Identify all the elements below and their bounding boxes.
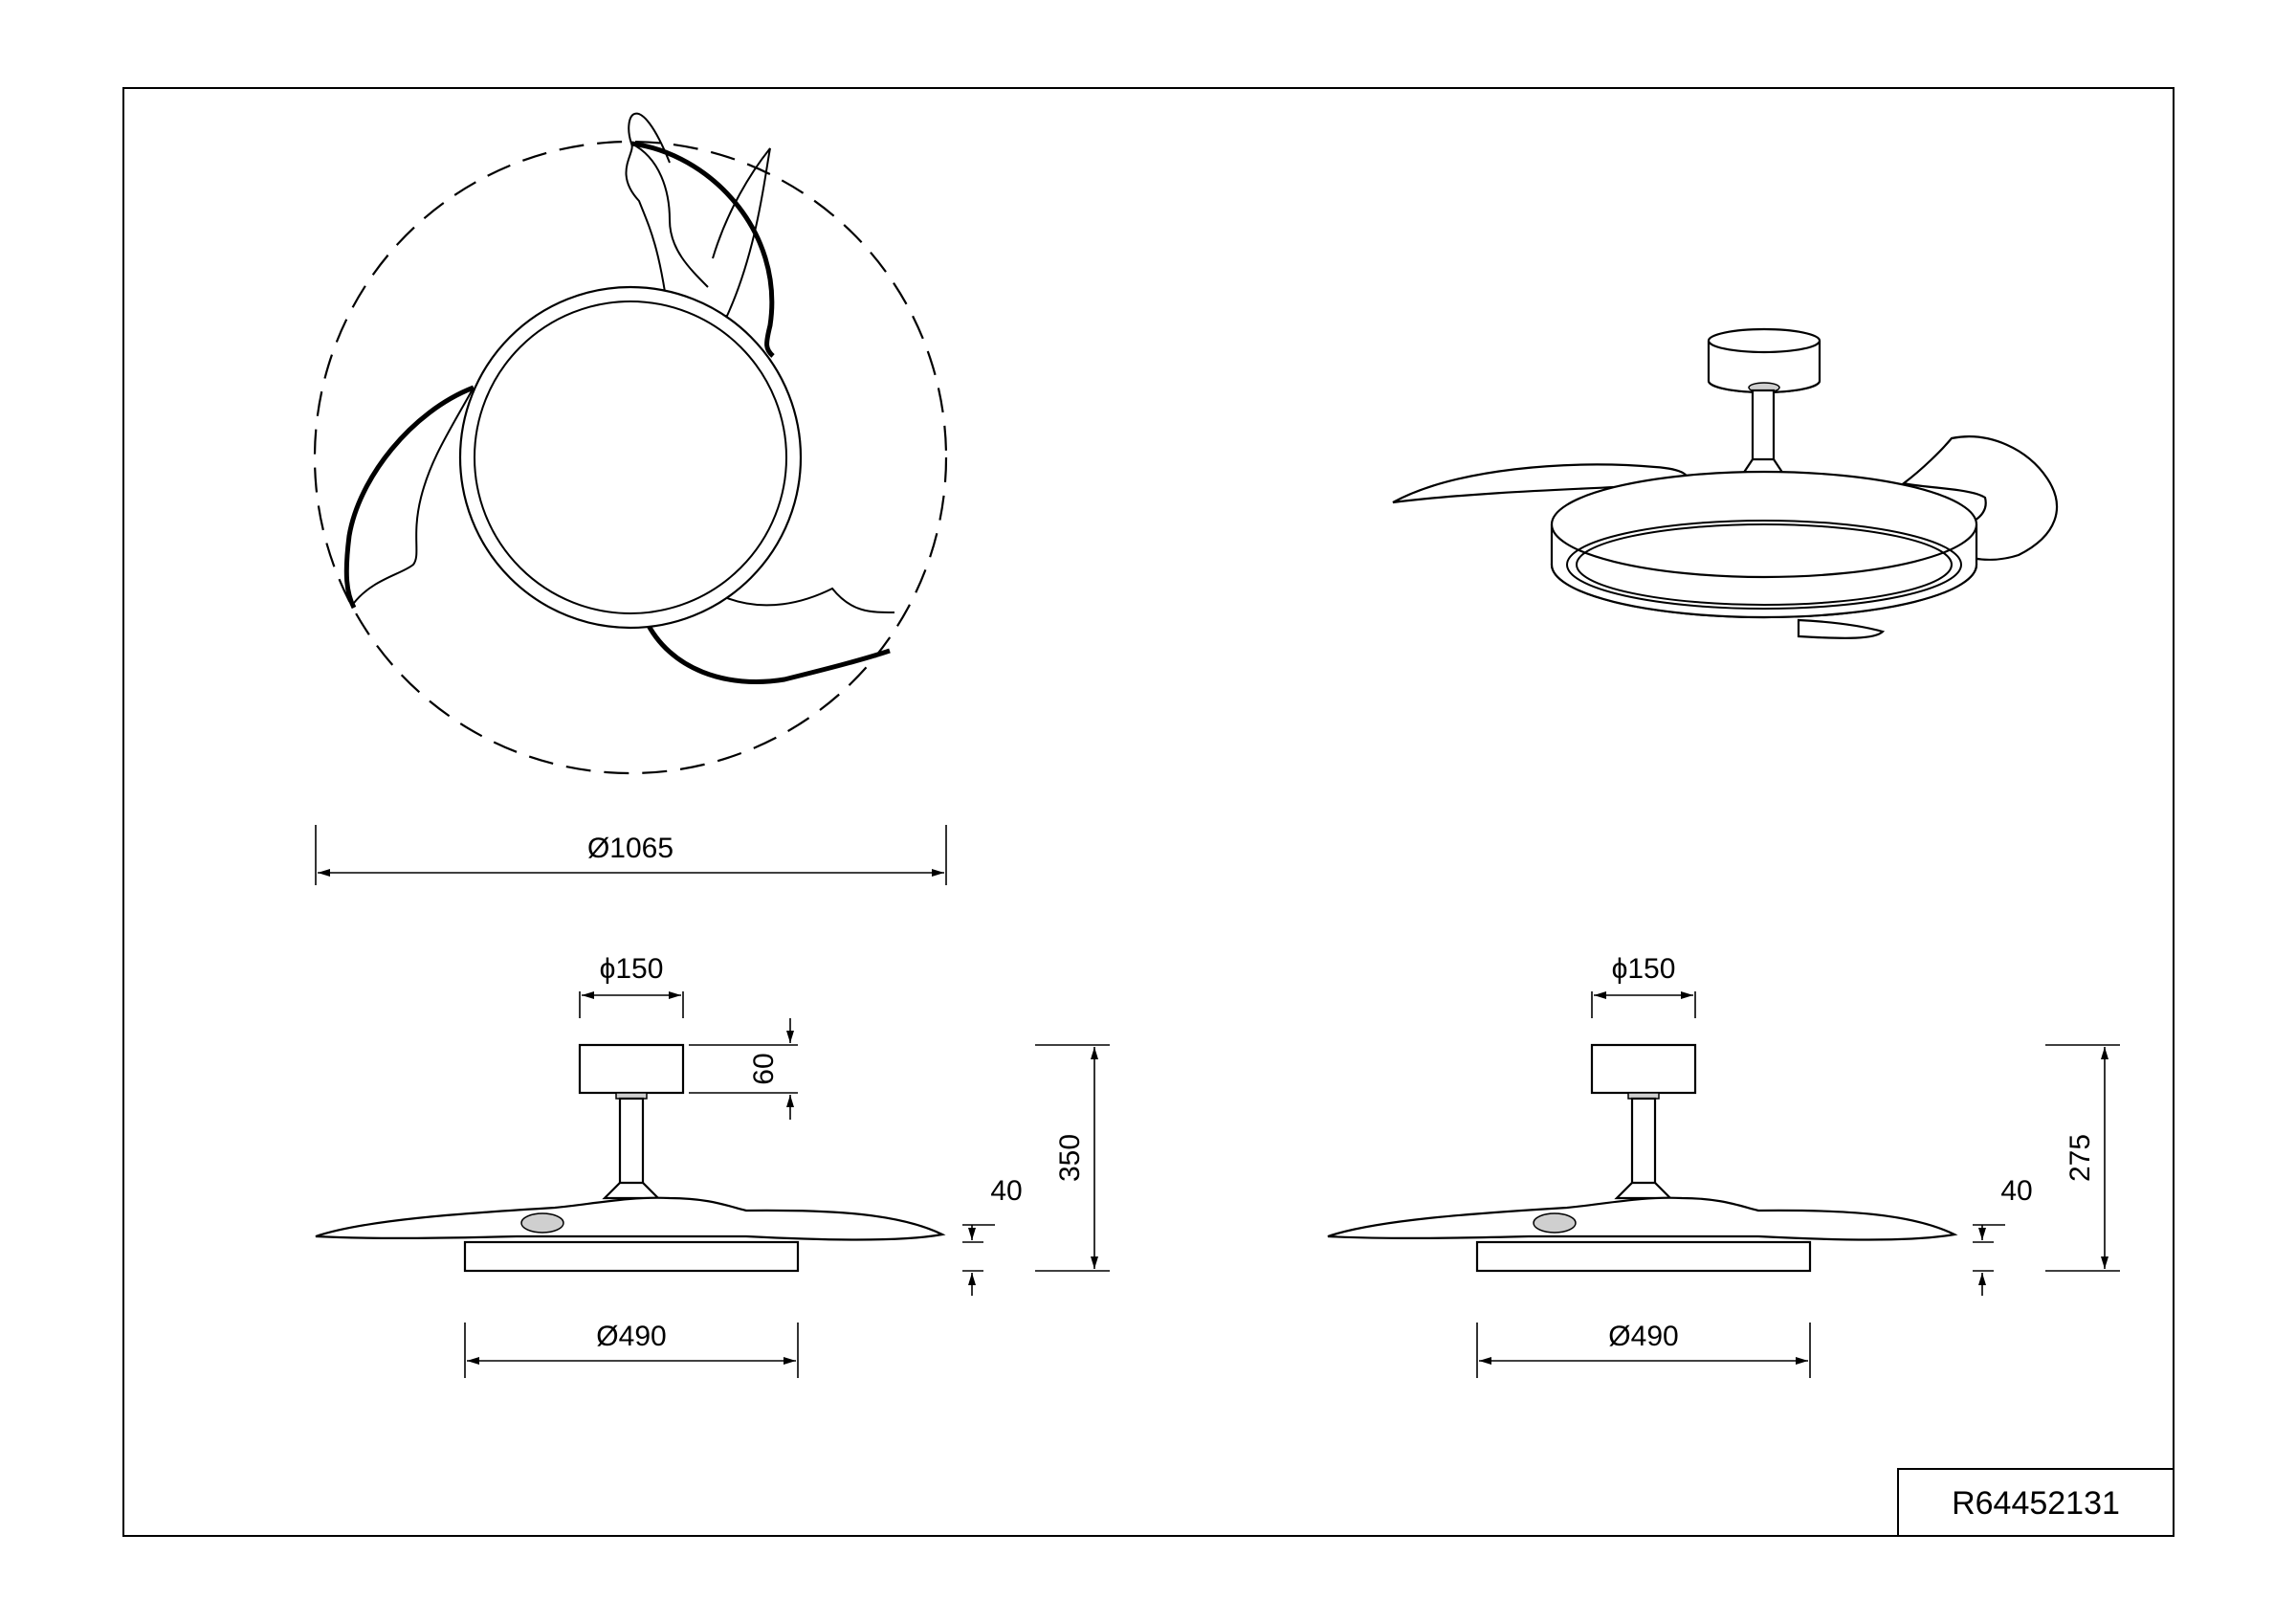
blade-sweep-circle — [313, 140, 948, 775]
fan-blade — [353, 387, 475, 604]
dimension-light-height-extended: 40 — [962, 1175, 1023, 1296]
drawing-frame — [122, 87, 2175, 1537]
dimension-light-height-compact: 40 — [1973, 1175, 2033, 1296]
dimension-canopy-diameter-extended: ϕ150 — [579, 953, 684, 1018]
dimension-total-height-compact: 275 — [2045, 1044, 2120, 1272]
light-housing — [463, 1240, 800, 1273]
dimension-label: Ø490 — [596, 1321, 666, 1352]
drawing-code: R64452131 — [1952, 1485, 2120, 1522]
dimension-label: 350 — [1054, 1134, 1086, 1182]
downrod — [1630, 1097, 1657, 1187]
light-housing — [1475, 1240, 1812, 1273]
canopy — [578, 1043, 685, 1095]
fan-blades — [315, 1196, 946, 1241]
dimension-label: 40 — [990, 1175, 1022, 1207]
fan-blade — [343, 385, 475, 610]
canopy-top — [1707, 327, 1821, 354]
light-housing-inner — [474, 300, 787, 614]
dimension-canopy-diameter-compact: ϕ150 — [1591, 953, 1696, 1018]
dimension-label: Ø1065 — [587, 833, 673, 864]
dimension-label: ϕ150 — [600, 953, 664, 985]
light-housing-outer — [458, 285, 803, 630]
dimension-label: ϕ150 — [1612, 953, 1676, 985]
title-block: R64452131 — [1897, 1468, 2175, 1537]
downrod — [618, 1097, 645, 1187]
downrod — [1751, 389, 1776, 469]
perspective-view — [1392, 327, 2059, 639]
fan-blade — [625, 112, 771, 327]
dimension-light-diameter-extended: Ø490 — [464, 1321, 799, 1378]
dimension-light-diameter-compact: Ø490 — [1476, 1321, 1811, 1378]
fan-blade — [630, 143, 709, 288]
dimension-blade-span: Ø1065 — [315, 825, 947, 885]
light-diffuser — [1566, 520, 1962, 610]
fan-blade — [630, 141, 775, 358]
dimension-label: 40 — [2000, 1175, 2032, 1207]
dimension-label: 275 — [2064, 1134, 2096, 1182]
fan-blade — [1797, 618, 1886, 639]
fan-blades — [1327, 1196, 1958, 1241]
fan-blade — [643, 618, 891, 684]
dimension-total-height-extended: 350 — [1035, 1044, 1110, 1272]
dimension-label: 60 — [748, 1053, 780, 1084]
dimension-label: Ø490 — [1608, 1321, 1678, 1352]
fan-blade — [726, 587, 895, 613]
top-view — [313, 112, 948, 775]
side-view-extended — [315, 1043, 946, 1273]
canopy — [1590, 1043, 1697, 1095]
dimension-canopy-height: 60 — [689, 1018, 798, 1120]
side-view-compact — [1327, 1043, 1958, 1273]
